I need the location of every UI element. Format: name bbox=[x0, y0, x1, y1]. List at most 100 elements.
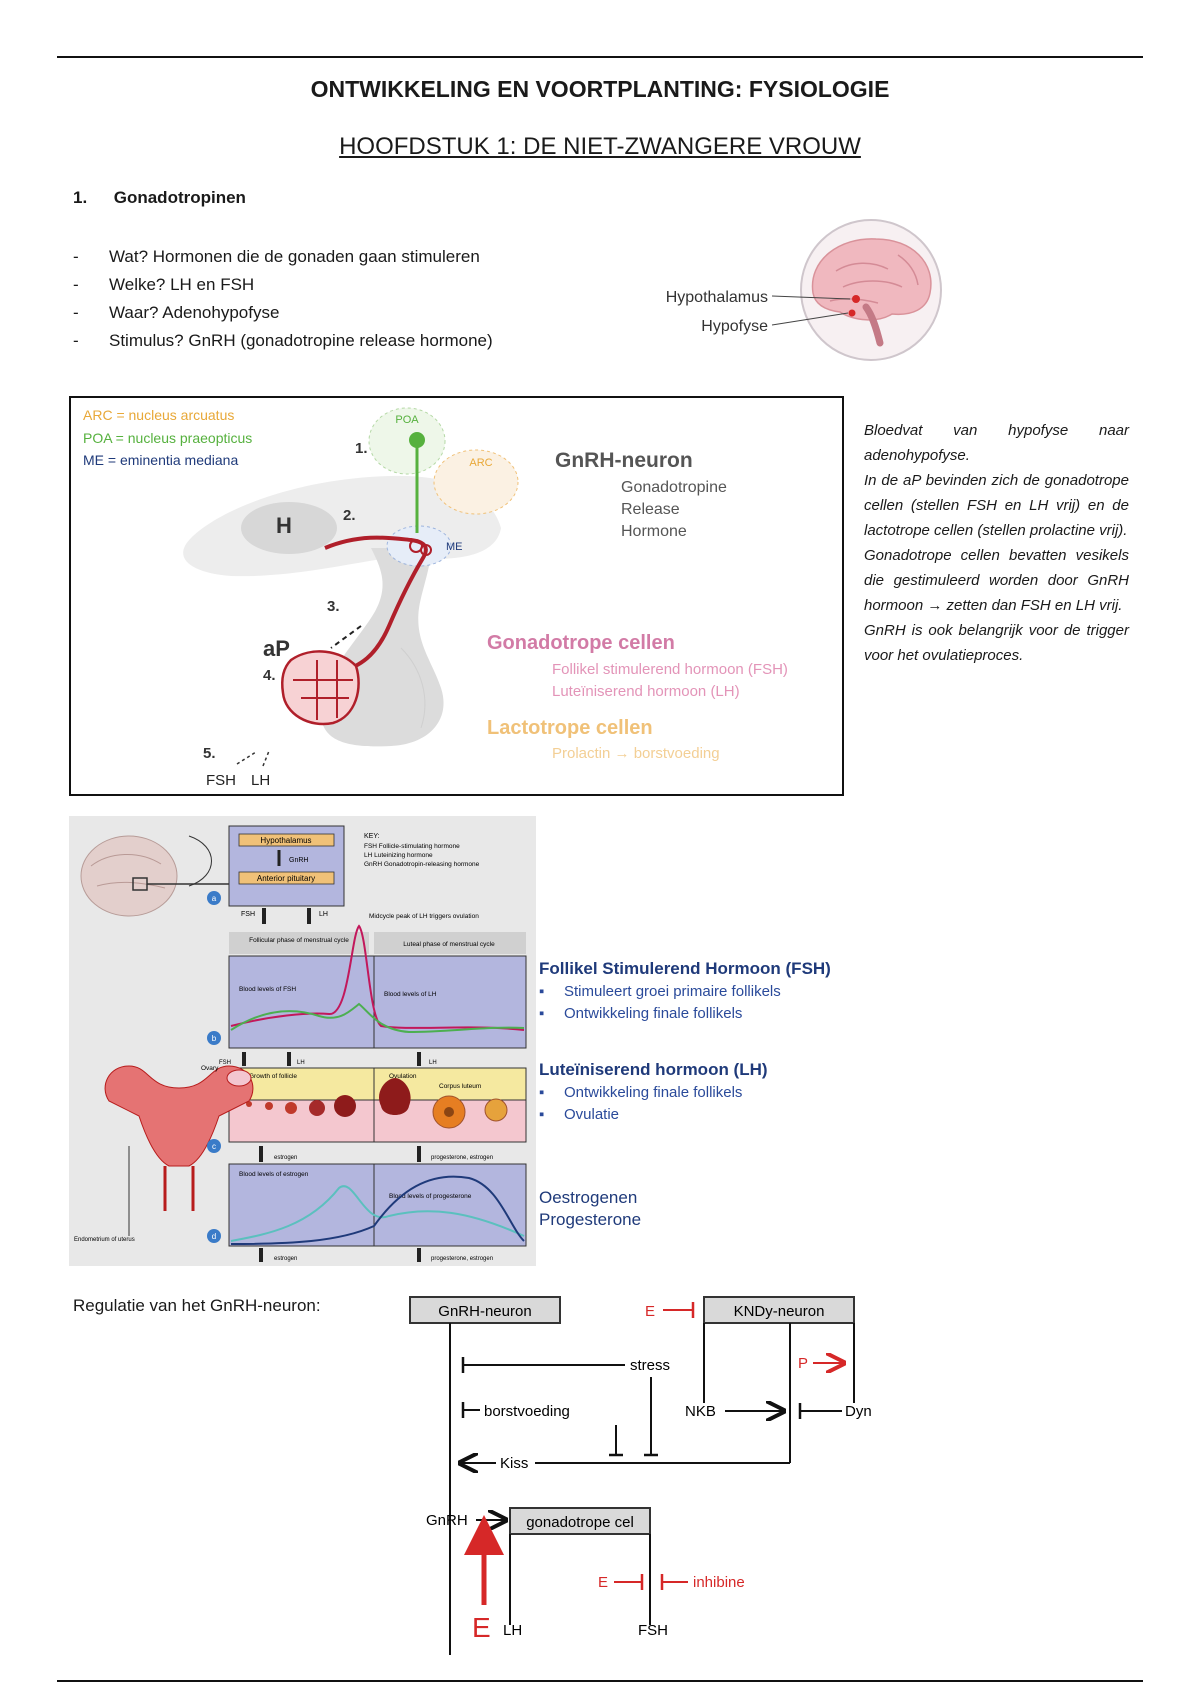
list-item: -Wat? Hormonen die de gonaden gaan stimu… bbox=[73, 247, 480, 266]
gonadotrope-line: Follikel stimulerend hormoon (FSH) bbox=[552, 661, 788, 678]
panel-c-ovary bbox=[228, 1067, 527, 1101]
brainstem-icon bbox=[862, 303, 884, 347]
regulation-diagram: GnRH-neuron KNDy-neuron E stress borstvo… bbox=[409, 1296, 872, 1655]
svg-text:▪: ▪ bbox=[539, 1106, 544, 1123]
section-title: Gonadotropinen bbox=[113, 188, 246, 207]
growth-label: Growth of follicle bbox=[249, 1073, 297, 1080]
fsh-title: Follikel Stimulerend Hormoon (FSH) bbox=[539, 959, 831, 978]
svg-text:a: a bbox=[212, 894, 217, 903]
section-number: 1. bbox=[73, 188, 88, 207]
arc-label: ARC bbox=[469, 457, 492, 469]
e-mid-label: E bbox=[598, 1574, 608, 1591]
bottom-rule bbox=[57, 1680, 1143, 1682]
note-paragraph: Gonadotrope cellen bevatten vesikels die… bbox=[864, 547, 1129, 614]
list-item: -Stimulus? GnRH (gonadotropine release h… bbox=[73, 331, 493, 350]
ovary-icon bbox=[226, 1069, 252, 1087]
key-line: LH Luteinizing hormone bbox=[364, 852, 433, 859]
progesterone-curve bbox=[230, 1175, 525, 1245]
gonadotrope-cel-label: gonadotrope cel bbox=[526, 1514, 634, 1531]
gnrh-label: GnRH bbox=[426, 1512, 468, 1529]
step3-label: 3. bbox=[327, 598, 340, 615]
progesterone-label: Progesterone bbox=[539, 1210, 641, 1229]
ovary-label: Ovary bbox=[201, 1065, 219, 1072]
panel-d-badge bbox=[207, 1229, 221, 1243]
inhibine-label: inhibine bbox=[693, 1574, 745, 1591]
progesterone-estrogen-label: progesterone, estrogen bbox=[431, 1155, 493, 1161]
lh-arrow-label: LH bbox=[319, 911, 328, 918]
p-label: P bbox=[798, 1355, 808, 1372]
corpus-luteum-label: Corpus luteum bbox=[439, 1083, 481, 1090]
stress-label: stress bbox=[630, 1357, 670, 1374]
legend-arc: ARC = nucleus arcuatus bbox=[83, 407, 234, 423]
follicular-phase-label: Follicular phase of menstrual cycle bbox=[249, 937, 349, 944]
hypothalamus-label: Hypothalamus bbox=[666, 289, 768, 306]
borstvoeding-label: borstvoeding bbox=[484, 1403, 570, 1420]
panel-d-box bbox=[228, 1163, 527, 1247]
gnrh-neuron-body bbox=[409, 432, 425, 448]
brain-icon bbox=[80, 835, 178, 917]
step5-label: 5. bbox=[203, 745, 216, 762]
ovulating-follicle bbox=[379, 1078, 411, 1115]
hypothalamus-box-label: Hypothalamus bbox=[260, 836, 311, 845]
progesterone-estrogen-label: progesterone, estrogen bbox=[431, 1256, 493, 1262]
lh-label: LH bbox=[251, 772, 270, 789]
gnrh-neuron-label: GnRH-neuron bbox=[438, 1303, 531, 1320]
svg-text:▪: ▪ bbox=[539, 983, 544, 1000]
list-item: -Waar? Adenohypofyse bbox=[73, 303, 280, 322]
lh-title: Luteïniserend hormoon (LH) bbox=[539, 1060, 768, 1079]
fsh-item: Ontwikkeling finale follikels bbox=[564, 1005, 742, 1022]
kndy-neuron-label: KNDy-neuron bbox=[734, 1303, 825, 1320]
dashed-arrow bbox=[330, 625, 362, 649]
chapter-subtitle: HOOFDSTUK 1: DE NIET-ZWANGERE VROUW bbox=[339, 133, 861, 160]
lh-arrow-label: LH bbox=[429, 1060, 437, 1066]
legend-poa: POA = nucleus praeopticus bbox=[83, 430, 252, 446]
hypothalamus-pituitary-diagram: ARC = nucleus arcuatus POA = nucleus pra… bbox=[83, 407, 788, 789]
note-paragraph: GnRH is ook belangrijk voor de trigger v… bbox=[864, 622, 1129, 664]
dyn-label: Dyn bbox=[845, 1403, 872, 1420]
svg-text:▪: ▪ bbox=[539, 1084, 544, 1101]
me-region bbox=[386, 525, 452, 567]
fsh-output-label: FSH bbox=[638, 1622, 668, 1639]
lh-item: Ontwikkeling finale follikels bbox=[564, 1084, 742, 1101]
hormone-descriptions: Follikel Stimulerend Hormoon (FSH) ▪ Sti… bbox=[539, 959, 831, 1229]
fsh-label: FSH bbox=[206, 772, 236, 789]
section-heading: 1. Gonadotropinen bbox=[73, 188, 246, 208]
key-line: FSH Follicle-stimulating hormone bbox=[364, 843, 460, 850]
hypothalamus-dot bbox=[852, 295, 860, 303]
h-region bbox=[241, 502, 337, 554]
blood-lh-label: Blood levels of LH bbox=[384, 991, 437, 998]
me-label: ME bbox=[446, 541, 463, 553]
page-title: ONTWIKKELING EN VOORTPLANTING: FYSIOLOGI… bbox=[310, 76, 890, 102]
e-top-label: E bbox=[645, 1303, 655, 1320]
fsh-arrow-label: FSH bbox=[219, 1060, 231, 1066]
portal-vessel bbox=[324, 535, 428, 676]
panel-c-badge bbox=[207, 1139, 221, 1153]
regulation-label: Regulatie van het GnRH-neuron: bbox=[73, 1296, 321, 1315]
key-line: KEY: bbox=[364, 833, 380, 840]
fsh-curve bbox=[230, 1002, 525, 1034]
legend-me: ME = eminentia mediana bbox=[83, 452, 238, 468]
hypofyse-label: Hypofyse bbox=[701, 318, 768, 335]
key-line: GnRH Gonadotropin-releasing hormone bbox=[364, 861, 480, 868]
gnrh-neuron-title: GnRH-neuron bbox=[555, 449, 693, 472]
estrogen-curve bbox=[230, 1185, 525, 1242]
blood-progesterone-label: Blood levels of progesterone bbox=[389, 1193, 472, 1200]
note-paragraph: Bloedvat van hypofyse naar adenohypofyse… bbox=[864, 422, 1129, 464]
midcycle-label: Midcycle peak of LH triggers ovulation bbox=[369, 913, 479, 920]
step2-label: 2. bbox=[343, 507, 356, 524]
kndy-neuron-box bbox=[703, 1296, 855, 1324]
side-note: Bloedvat van hypofyse naar adenohypofyse… bbox=[864, 418, 1129, 668]
brain-figure: Hypothalamus Hypofyse bbox=[666, 219, 942, 361]
oestrogenen-label: Oestrogenen bbox=[539, 1188, 637, 1207]
gonadotrope-cluster bbox=[281, 650, 360, 726]
fsh-arrow-label: FSH bbox=[241, 911, 255, 918]
top-rule bbox=[57, 56, 1143, 58]
pituitary-box-label: Anterior pituitary bbox=[257, 874, 315, 883]
gnrh-neuron-box bbox=[409, 1296, 561, 1324]
h-label: H bbox=[276, 513, 292, 538]
luteal-phase-label: Luteal phase of menstrual cycle bbox=[403, 941, 495, 948]
kiss-label: Kiss bbox=[500, 1455, 528, 1472]
bullet-list: -Wat? Hormonen die de gonaden gaan stimu… bbox=[73, 243, 493, 355]
lh-output-label: LH bbox=[503, 1622, 522, 1639]
panel-b-badge bbox=[207, 1031, 221, 1045]
